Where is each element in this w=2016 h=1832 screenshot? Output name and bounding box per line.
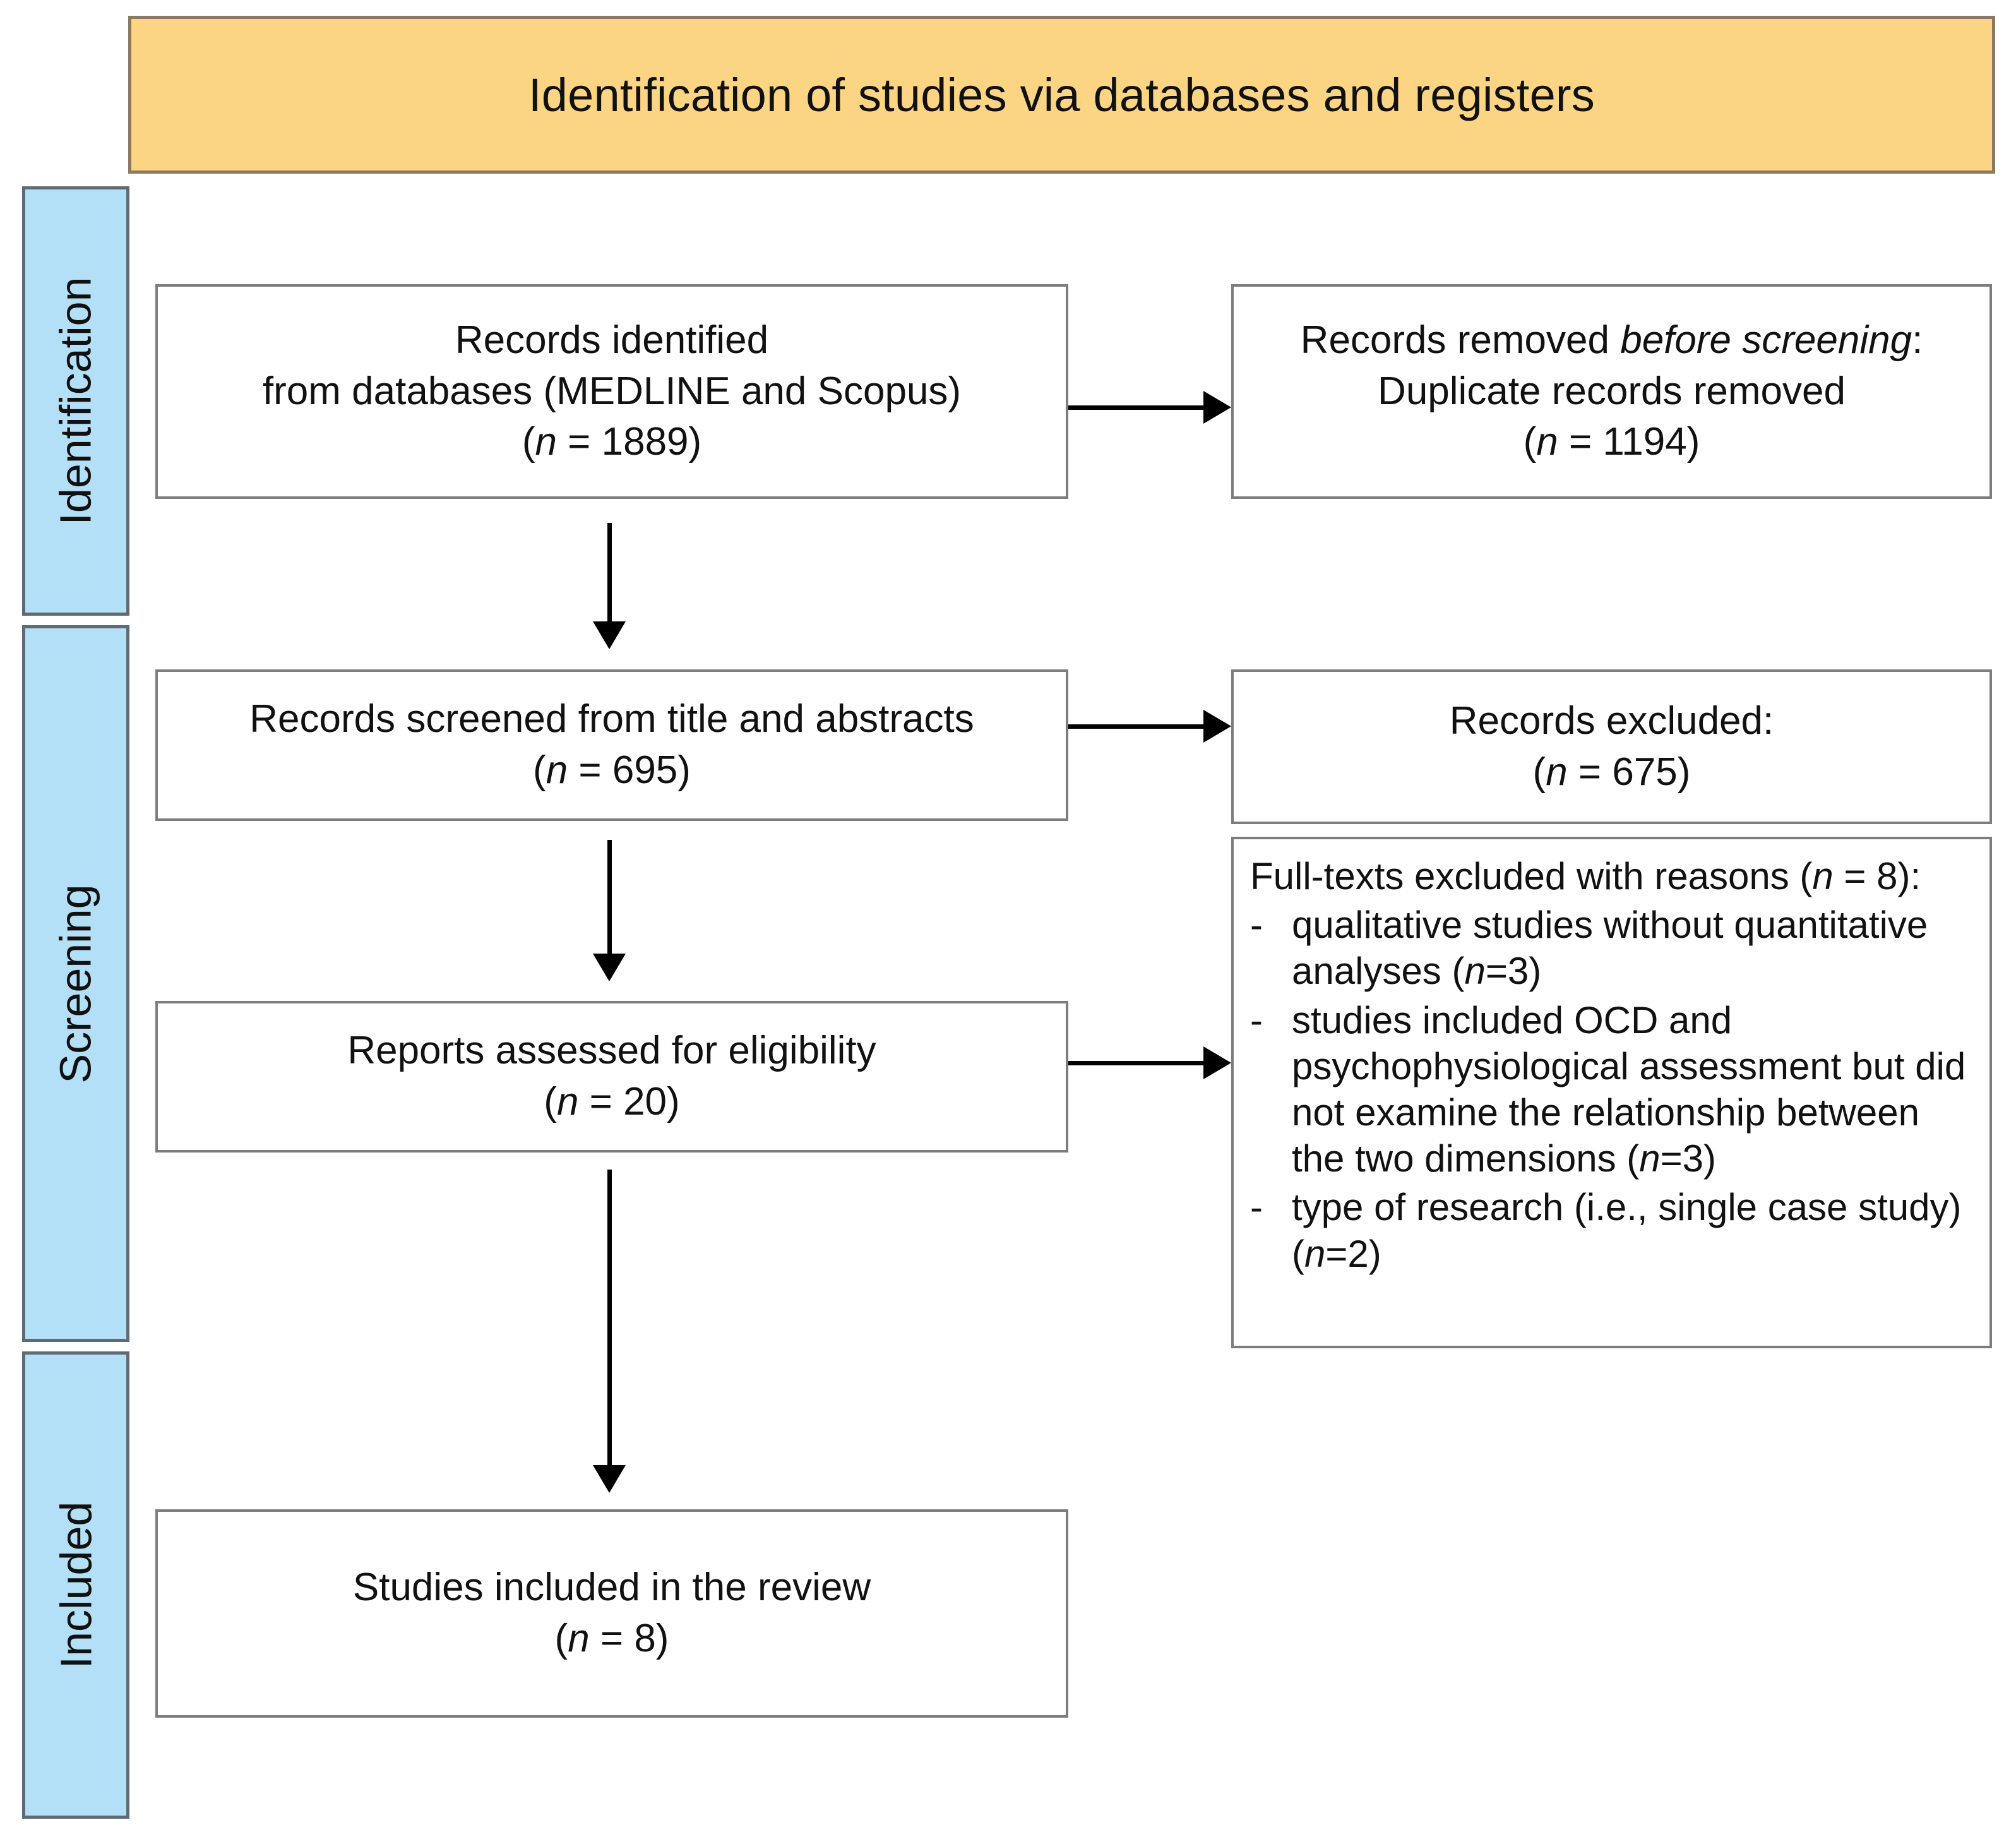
records-identified-line1: Records identified: [455, 318, 769, 362]
box-records-screened: Records screened from title and abstract…: [155, 669, 1068, 821]
box-records-excluded: Records excluded: (n = 675): [1231, 669, 1992, 824]
arrow-head: [1203, 710, 1231, 743]
banner-title: Identification of studies via databases …: [528, 68, 1595, 121]
records-excluded-count: (n = 675): [1532, 750, 1691, 794]
box-studies-included: Studies included in the review (n = 8): [155, 1509, 1068, 1718]
stage-label-identification-text: Identification: [51, 277, 101, 525]
fulltexts-excluded-heading: Full-texts excluded with reasons (n = 8)…: [1250, 855, 1921, 897]
records-removed-line2: Duplicate records removed: [1378, 369, 1846, 413]
diagram-header-banner: Identification of studies via databases …: [128, 16, 1995, 174]
stage-label-included-text: Included: [51, 1501, 100, 1669]
arrow-shaft: [1068, 724, 1203, 729]
stage-label-included: Included: [22, 1351, 129, 1819]
reports-assessed-line1: Reports assessed for eligibility: [347, 1029, 876, 1073]
arrow-head: [1203, 1046, 1231, 1079]
fulltexts-excluded-reason-3: - type of research (i.e., single case st…: [1250, 1184, 1973, 1276]
arrow-screened-to-eligible-icon: [587, 840, 631, 981]
arrow-shaft: [607, 523, 612, 621]
arrow-head: [593, 621, 626, 649]
arrow-shaft: [607, 1170, 612, 1465]
bullet-dash-icon: -: [1250, 1186, 1263, 1229]
arrow-shaft: [607, 840, 612, 954]
arrow-eligible-to-fulltext-icon: [1068, 1041, 1231, 1085]
box-records-removed: Records removed before screening: Duplic…: [1231, 284, 1992, 499]
box-fulltexts-excluded: Full-texts excluded with reasons (n = 8)…: [1231, 837, 1992, 1348]
records-excluded-line1: Records excluded:: [1449, 698, 1774, 743]
arrow-head: [1203, 391, 1231, 424]
arrow-screened-to-excluded-icon: [1068, 704, 1231, 748]
records-screened-count: (n = 695): [533, 748, 691, 792]
studies-included-line1: Studies included in the review: [352, 1566, 871, 1610]
arrow-shaft: [1068, 405, 1203, 410]
records-removed-count: (n = 1194): [1523, 420, 1700, 464]
arrow-shaft: [1068, 1061, 1203, 1065]
stage-label-screening: Screening: [22, 625, 129, 1342]
fulltexts-excluded-reason-2-text: studies included OCD and psychophysiolog…: [1292, 998, 1966, 1180]
bullet-dash-icon: -: [1250, 998, 1263, 1041]
arrow-identified-to-removed-icon: [1068, 385, 1231, 429]
fulltexts-excluded-reason-1-text: qualitative studies without quantitative…: [1292, 904, 1928, 993]
records-identified-line2: from databases (MEDLINE and Scopus): [262, 369, 962, 413]
records-removed-line1: Records removed before screening:: [1300, 318, 1923, 362]
fulltexts-excluded-reason-3-text: type of research (i.e., single case stud…: [1292, 1186, 1962, 1275]
stage-label-screening-text: Screening: [51, 883, 100, 1084]
records-identified-count: (n = 1889): [522, 420, 702, 464]
arrow-head: [593, 954, 626, 981]
studies-included-count: (n = 8): [554, 1617, 669, 1660]
fulltexts-excluded-reason-1: - qualitative studies without quantitati…: [1250, 902, 1973, 994]
arrow-identified-to-screened-icon: [587, 523, 631, 649]
box-records-identified: Records identified from databases (MEDLI…: [155, 284, 1068, 499]
arrow-head: [593, 1465, 626, 1493]
fulltexts-excluded-reason-2: - studies included OCD and psychophysiol…: [1250, 997, 1973, 1182]
records-screened-line1: Records screened from title and abstract…: [249, 697, 974, 741]
box-reports-assessed: Reports assessed for eligibility (n = 20…: [155, 1001, 1068, 1152]
bullet-dash-icon: -: [1250, 904, 1263, 947]
stage-label-identification: Identification: [22, 186, 129, 616]
arrow-eligible-to-included-icon: [587, 1170, 631, 1493]
reports-assessed-count: (n = 20): [544, 1080, 680, 1123]
